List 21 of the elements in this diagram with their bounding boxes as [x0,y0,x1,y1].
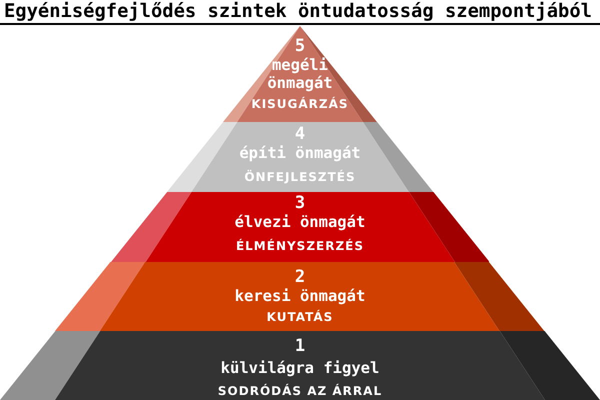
level-description: külvilágra figyel [220,359,380,377]
pyramid-level [55,262,545,331]
level-label: ÖNFEJLESZTÉS [244,170,356,184]
level-label: SODRÓDÁS AZ ÁRRAL [218,384,382,398]
diagram-title: Egyéniségfejlődés szintek öntudatosság szempontjából [4,1,592,23]
level-label: KUTATÁS [266,310,334,324]
level-number: 2 [294,267,306,287]
level-label: ÉLMÉNYSZERZÉS [236,239,364,253]
pyramid-level [166,122,434,192]
pyramid-level [0,331,600,400]
pyramid-level [222,26,377,122]
level-number: 5 [294,36,306,56]
level-label: KISUGÁRZÁS [251,97,349,111]
level-number: 4 [294,124,306,144]
level-description: keresi önmagát [234,287,366,305]
level-number: 1 [294,336,306,356]
level-description: élvezi önmagát [234,213,366,231]
level-description: megéli önmagát [267,56,333,92]
pyramid-level [110,192,490,262]
level-number: 3 [294,193,306,213]
level-description: építi önmagát [239,144,361,162]
